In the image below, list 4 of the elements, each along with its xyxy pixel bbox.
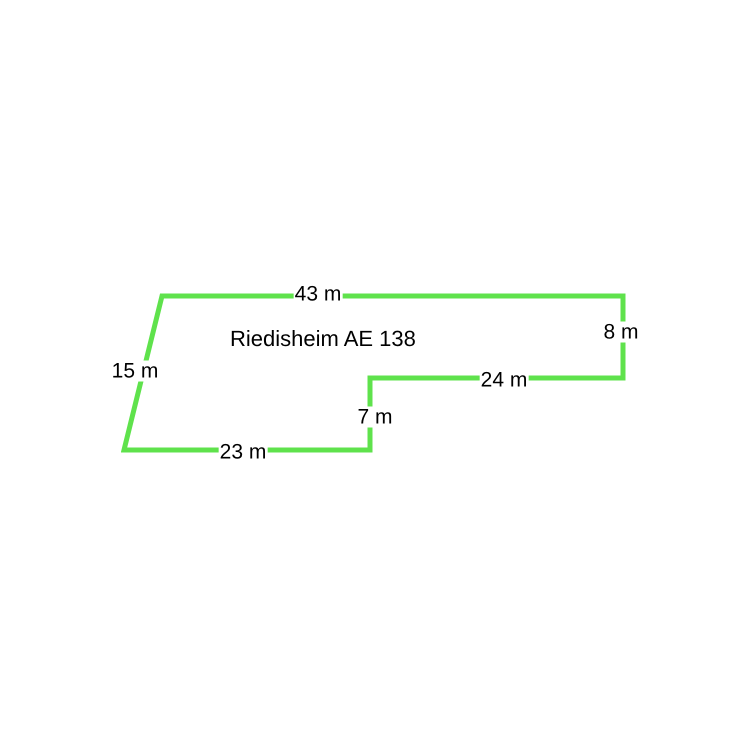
dimension-label: 8 m [602, 322, 640, 342]
dimension-label: 7 m [356, 406, 394, 428]
dimension-label: 15 m [110, 360, 160, 382]
plot-name: Riedisheim AE 138 [230, 328, 416, 350]
